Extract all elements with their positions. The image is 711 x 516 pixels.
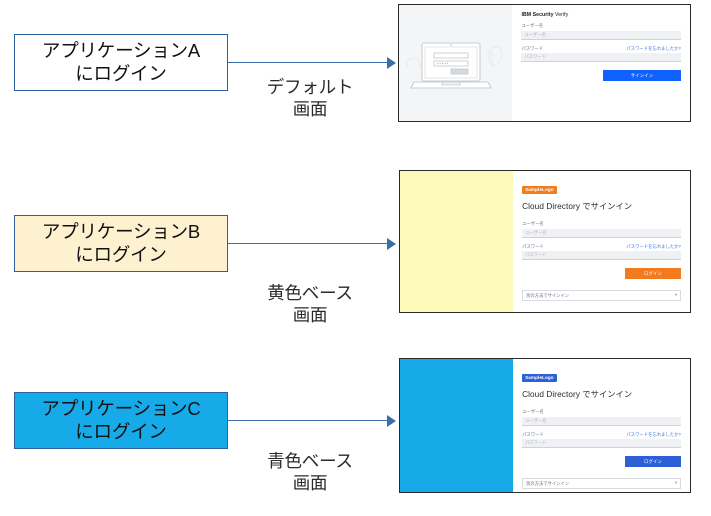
screenshot-default-login: IBM Security Verify ユーザー名 ユーザー名 パスワード パス… bbox=[398, 4, 691, 122]
username-input[interactable]: ユーザー名 bbox=[522, 228, 681, 238]
app-a-label-line1: アプリケーションA bbox=[41, 39, 201, 61]
yellow-brand-panel bbox=[400, 171, 514, 312]
app-a-login-box: アプリケーションA にログイン bbox=[14, 34, 228, 91]
arrow-shaft bbox=[228, 420, 387, 422]
arrow-app-b-to-screen bbox=[228, 238, 396, 250]
caption-1-line2: 画面 bbox=[292, 99, 328, 120]
arrow-shaft bbox=[228, 243, 387, 245]
username-placeholder: ユーザー名 bbox=[525, 229, 547, 235]
caption-3-line2: 画面 bbox=[292, 473, 328, 494]
username-label: ユーザー名 bbox=[521, 23, 544, 28]
chevron-down-icon: ▾ bbox=[674, 480, 677, 486]
ibm-verify-brand: IBM Security Verify bbox=[521, 12, 681, 18]
laptop-illustration-icon bbox=[406, 42, 503, 89]
password-label: パスワード bbox=[521, 45, 544, 51]
username-input[interactable]: ユーザー名 bbox=[521, 30, 681, 40]
app-b-login-box: アプリケーションB にログイン bbox=[14, 215, 228, 272]
caption-2-line2: 画面 bbox=[292, 305, 328, 326]
caption-1-line1: デフォルト bbox=[266, 77, 354, 97]
screenshot-blue-login: SampleLogo Cloud Directory でサインイン ユーザー名 … bbox=[399, 358, 691, 493]
default-login-form-panel: IBM Security Verify ユーザー名 ユーザー名 パスワード パス… bbox=[512, 5, 690, 121]
default-illustration-panel bbox=[399, 5, 513, 121]
password-placeholder: パスワード bbox=[525, 252, 547, 257]
signin-heading: Cloud Directory でサインイン bbox=[522, 202, 633, 211]
alternate-signin-label: 別の方法でサインイン bbox=[526, 292, 570, 298]
caption-3-line1: 青色ベース bbox=[267, 451, 353, 471]
username-field-group: ユーザー名 ユーザー名 bbox=[522, 409, 681, 426]
password-input[interactable]: パスワード bbox=[521, 53, 681, 62]
password-placeholder: パスワード bbox=[524, 54, 546, 59]
password-label: パスワード bbox=[522, 431, 544, 437]
username-field-group: ユーザー名 ユーザー名 bbox=[521, 23, 681, 40]
forgot-password-link[interactable]: パスワードを忘れましたか? bbox=[626, 243, 681, 249]
arrow-head-icon bbox=[387, 238, 396, 250]
password-field-group: パスワード パスワードを忘れましたか? パスワード bbox=[522, 243, 681, 260]
app-b-label-line1: アプリケーションB bbox=[41, 220, 201, 242]
app-c-label-line1: アプリケーションC bbox=[41, 397, 201, 419]
alternate-signin-select[interactable]: 別の方法でサインイン ▾ bbox=[522, 478, 681, 489]
password-input[interactable]: パスワード bbox=[522, 439, 681, 448]
caption-default-screen: デフォルト 画面 bbox=[215, 76, 405, 121]
brand-strong: IBM Security bbox=[521, 12, 554, 18]
password-field-group: パスワード パスワードを忘れましたか? パスワード bbox=[522, 431, 681, 448]
username-field-group: ユーザー名 ユーザー名 bbox=[522, 221, 681, 238]
alternate-signin-label: 別の方法でサインイン bbox=[526, 480, 570, 486]
password-placeholder: パスワード bbox=[525, 440, 547, 445]
app-c-login-box: アプリケーションC にログイン bbox=[14, 392, 228, 449]
password-input[interactable]: パスワード bbox=[522, 251, 681, 260]
caption-yellow-screen: 黄色ベース 画面 bbox=[215, 282, 405, 327]
sample-logo-badge: SampleLogo bbox=[522, 373, 557, 382]
brand-thin: Verify bbox=[553, 12, 569, 18]
app-a-label-line2: にログイン bbox=[75, 62, 167, 84]
login-button[interactable]: ログイン bbox=[625, 268, 681, 279]
arrow-shaft bbox=[228, 62, 387, 64]
app-b-label-line2: にログイン bbox=[75, 243, 167, 265]
login-button[interactable]: ログイン bbox=[625, 456, 681, 467]
password-label: パスワード bbox=[522, 243, 544, 249]
signin-button[interactable]: サインイン bbox=[603, 70, 681, 81]
yellow-login-form-panel: SampleLogo Cloud Directory でサインイン ユーザー名 … bbox=[513, 171, 690, 312]
password-field-group: パスワード パスワードを忘れましたか? パスワード bbox=[521, 45, 681, 62]
signin-heading: Cloud Directory でサインイン bbox=[522, 390, 633, 399]
sample-logo-badge: SampleLogo bbox=[522, 185, 557, 194]
caption-2-line1: 黄色ベース bbox=[267, 283, 353, 303]
username-label: ユーザー名 bbox=[522, 409, 544, 414]
arrow-head-icon bbox=[387, 57, 396, 69]
username-placeholder: ユーザー名 bbox=[524, 31, 546, 37]
username-input[interactable]: ユーザー名 bbox=[522, 416, 681, 426]
username-placeholder: ユーザー名 bbox=[525, 417, 547, 423]
arrow-head-icon bbox=[387, 415, 396, 427]
screenshot-yellow-login: SampleLogo Cloud Directory でサインイン ユーザー名 … bbox=[399, 170, 691, 313]
forgot-password-link[interactable]: パスワードを忘れましたか? bbox=[626, 431, 681, 437]
username-label: ユーザー名 bbox=[522, 221, 544, 226]
alternate-signin-select[interactable]: 別の方法でサインイン ▾ bbox=[522, 290, 681, 301]
arrow-app-c-to-screen bbox=[228, 415, 396, 427]
forgot-password-link[interactable]: パスワードを忘れましたか? bbox=[626, 45, 681, 51]
chevron-down-icon: ▾ bbox=[674, 292, 677, 298]
blue-brand-panel bbox=[400, 359, 514, 492]
app-c-label-line2: にログイン bbox=[75, 420, 167, 442]
blue-login-form-panel: SampleLogo Cloud Directory でサインイン ユーザー名 … bbox=[513, 359, 690, 492]
caption-blue-screen: 青色ベース 画面 bbox=[215, 450, 405, 495]
arrow-app-a-to-screen bbox=[228, 57, 396, 69]
